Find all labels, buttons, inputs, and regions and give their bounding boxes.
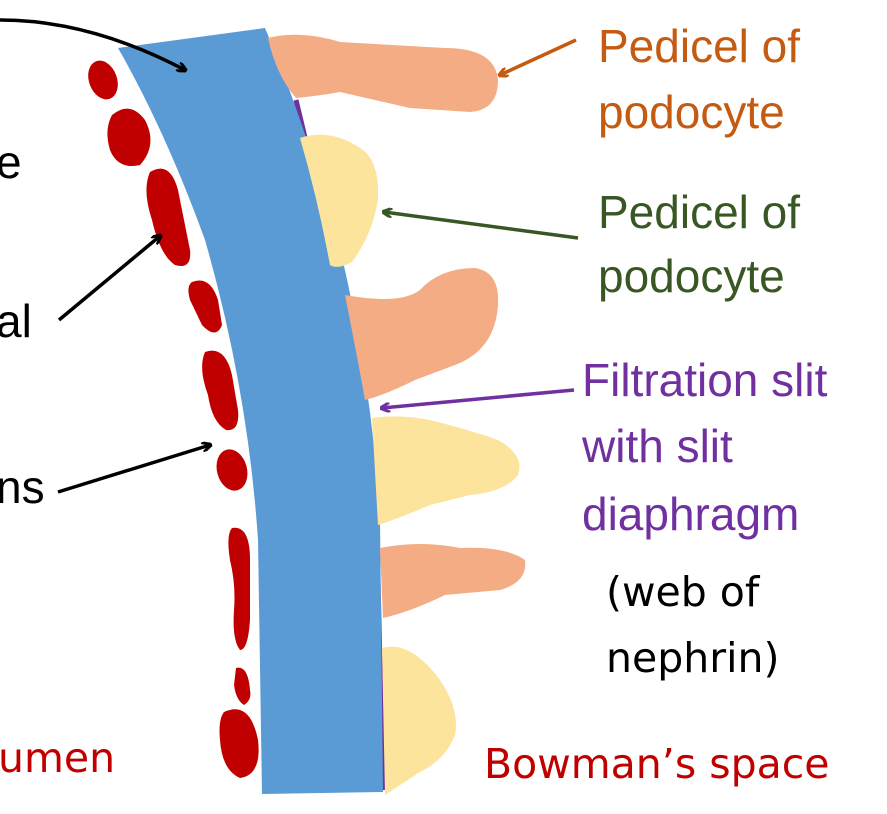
label-slit-1: Filtration slit bbox=[582, 354, 828, 406]
endothelial-fragment bbox=[219, 709, 259, 778]
endothelial-fragment bbox=[234, 667, 251, 705]
label-pedicel-yellow-2: podocyte bbox=[598, 250, 785, 302]
label-pedicel-orange-1: Pedicel of bbox=[598, 20, 800, 72]
label-bowmans-space: Bowman’s space bbox=[484, 740, 830, 788]
label-nephrin-1: (web of bbox=[606, 568, 761, 616]
label-cut-low: ns bbox=[0, 461, 45, 513]
endothelial-fragment bbox=[188, 280, 222, 333]
arrow-endothelium bbox=[57, 236, 160, 322]
arrow-filtration-slit bbox=[382, 388, 575, 408]
label-lumen: umen bbox=[0, 734, 115, 782]
label-pedicel-orange-2: podocyte bbox=[598, 86, 785, 138]
orange-pedicel bbox=[380, 544, 526, 618]
yellow-pedicel bbox=[300, 134, 379, 267]
arrow-basement-membrane bbox=[0, 18, 185, 70]
endothelium bbox=[88, 60, 259, 778]
endothelial-fragment bbox=[107, 108, 151, 166]
endothelial-fragment bbox=[88, 60, 118, 100]
arrow-orange-pedicel bbox=[500, 38, 577, 75]
orange-pedicels bbox=[268, 34, 526, 618]
label-pedicel-yellow-1: Pedicel of bbox=[598, 186, 800, 238]
label-slit-3: diaphragm bbox=[582, 488, 799, 540]
arrow-fenestrations bbox=[57, 445, 210, 494]
endothelial-fragment bbox=[216, 449, 248, 491]
label-slit-2: with slit bbox=[581, 420, 733, 472]
orange-pedicel bbox=[345, 268, 499, 400]
orange-pedicel bbox=[268, 34, 498, 112]
endothelial-fragment bbox=[202, 350, 239, 431]
label-cut-mid: al bbox=[0, 295, 32, 347]
yellow-pedicels bbox=[300, 134, 520, 795]
label-cut-top: e bbox=[0, 136, 22, 188]
yellow-pedicel bbox=[372, 416, 520, 525]
label-nephrin-2: nephrin) bbox=[606, 634, 779, 682]
arrow-yellow-pedicel bbox=[384, 212, 579, 240]
basement-membrane bbox=[118, 28, 383, 794]
endothelial-fragment bbox=[228, 527, 250, 650]
endothelial-fragment bbox=[146, 168, 191, 266]
yellow-pedicel bbox=[382, 646, 456, 795]
